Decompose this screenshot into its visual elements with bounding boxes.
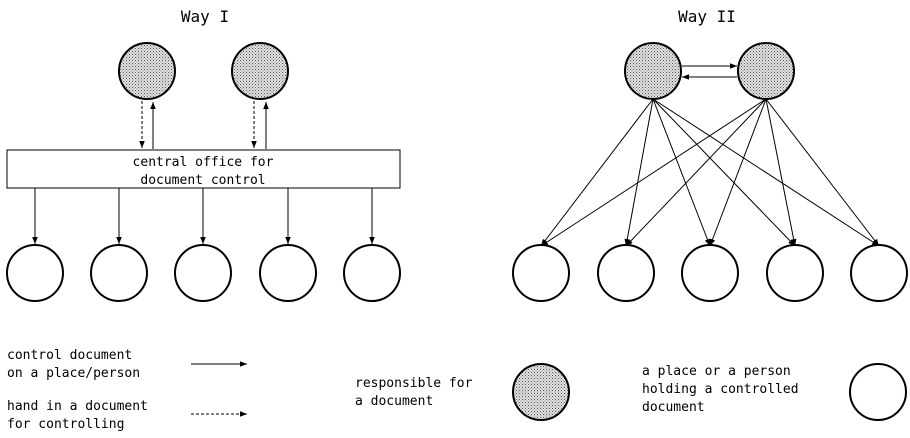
- way-1-holder-node-3: [174, 244, 232, 302]
- way-1-holder-node-1: [6, 244, 64, 302]
- legend-holder-label-line-3: document: [642, 400, 705, 415]
- way-1-holder-node-4: [259, 244, 317, 302]
- legend: control document on a place/person hand …: [7, 348, 907, 432]
- legend-control-label-line-2: on a place/person: [7, 366, 140, 381]
- legend-holder-label-line-1: a place or a person: [642, 364, 791, 379]
- legend-holder-node: [849, 363, 907, 421]
- legend-holder-label-line-2: holding a controlled: [642, 382, 799, 397]
- way-2-holder-node-2: [597, 244, 655, 302]
- central-office-label-line-2: document control: [140, 173, 265, 188]
- way-2-control-arrow-b-1: [540, 98, 767, 247]
- way-2-holder-node-4: [766, 244, 824, 302]
- way-2-control-arrow-a-2: [624, 98, 654, 247]
- way-2-title: Way II: [678, 7, 736, 26]
- way-2-control-arrow-a-5: [652, 98, 880, 247]
- way-2-control-arrow-b-2: [625, 98, 767, 247]
- legend-control-label-line-1: control document: [7, 348, 132, 363]
- legend-responsible-label-line-1: responsible for: [355, 376, 473, 391]
- way-2-control-arrow-a-4: [652, 98, 796, 247]
- way-2-responsible-node-2: [737, 42, 795, 100]
- way-1-responsible-node-2: [231, 42, 289, 100]
- way-2-control-arrow-a-3: [652, 98, 711, 247]
- way-1-responsible-node-1: [118, 42, 176, 100]
- way-2-responsible-node-1: [624, 42, 682, 100]
- legend-handin-label-line-2: for controlling: [7, 417, 124, 432]
- way-2-control-arrow-a-1: [540, 98, 654, 247]
- way-2-group: Way II: [512, 7, 908, 302]
- legend-responsible-node: [512, 363, 570, 421]
- central-office-label-line-1: central office for: [133, 155, 274, 170]
- way-2-holder-node-5: [850, 244, 908, 302]
- way-2-control-arrow-b-3: [709, 98, 767, 247]
- way-2-holder-node-3: [681, 244, 739, 302]
- way-2-control-arrow-b-4: [765, 98, 797, 247]
- way-2-control-arrow-b-5: [765, 98, 880, 247]
- way-1-holder-node-5: [343, 244, 401, 302]
- central-office-box: [6, 149, 401, 189]
- legend-responsible-label-line-2: a document: [355, 394, 433, 409]
- way-1-holder-node-2: [90, 244, 148, 302]
- way-2-holder-node-1: [512, 244, 570, 302]
- way-1-group: Way I central office for document contro…: [6, 7, 401, 302]
- way-1-title: Way I: [181, 7, 229, 26]
- legend-handin-label-line-1: hand in a document: [7, 399, 148, 414]
